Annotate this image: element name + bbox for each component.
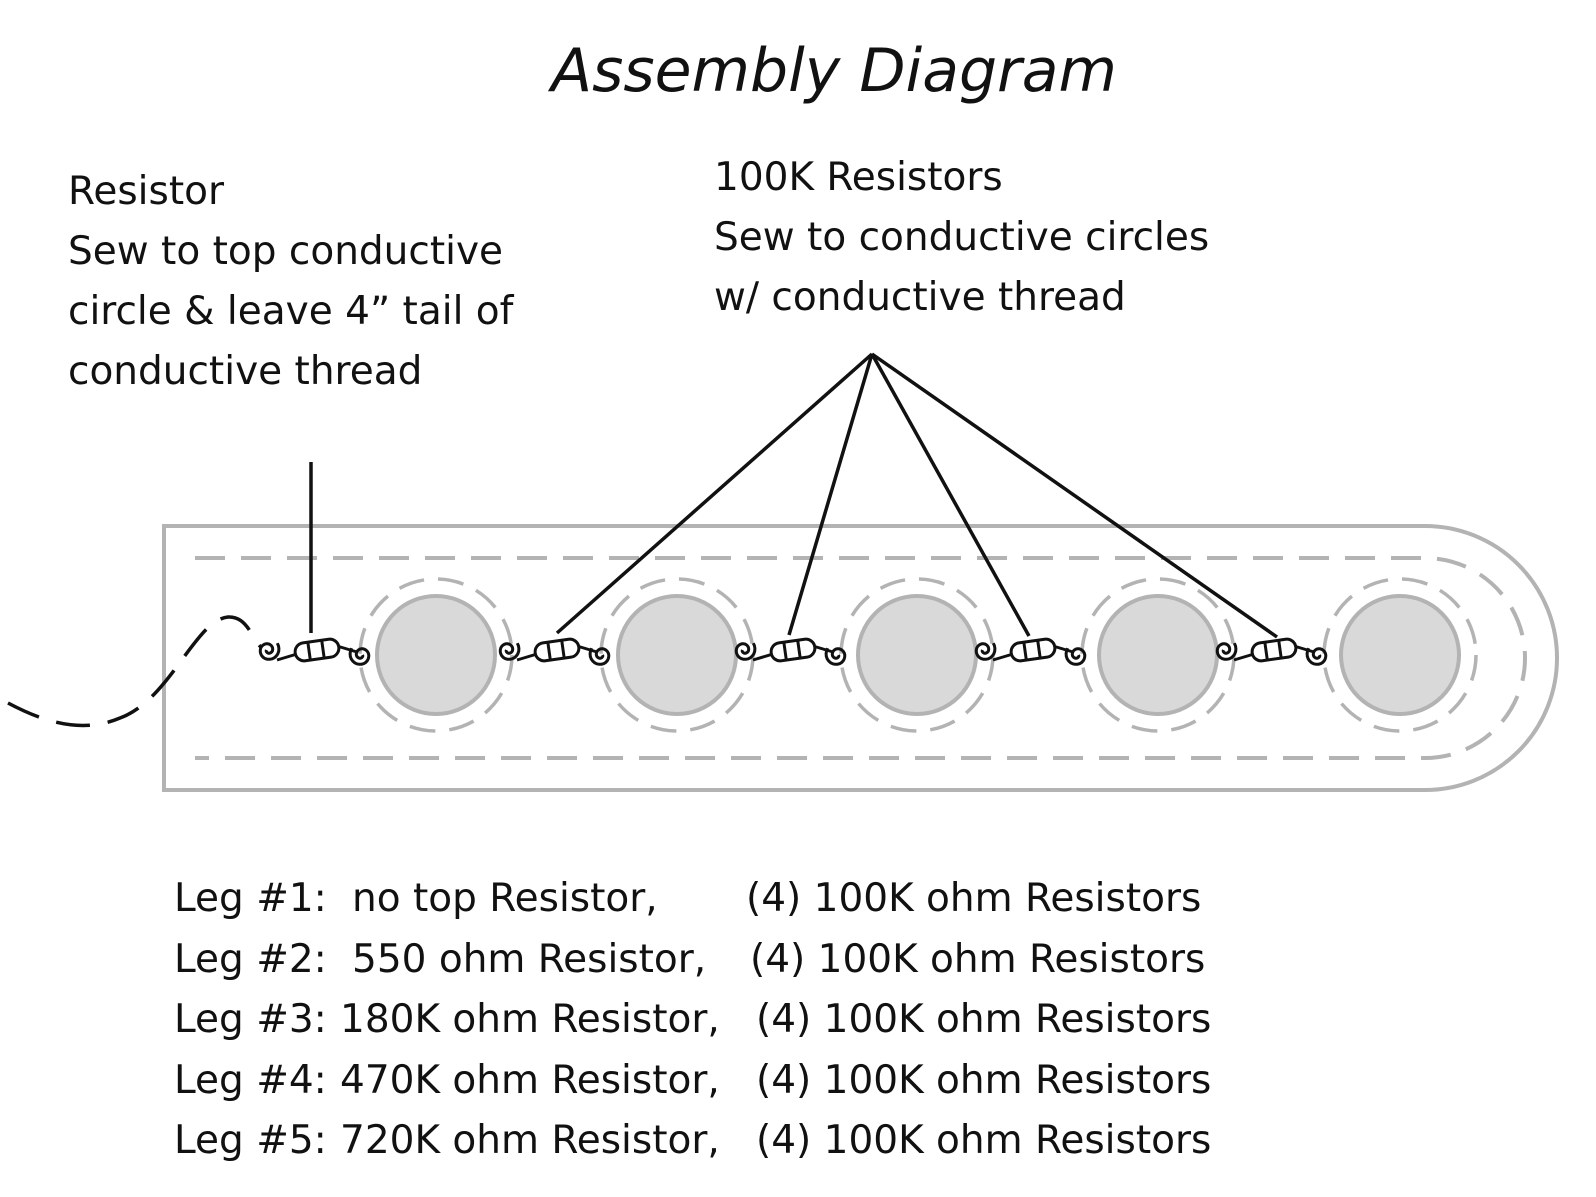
resistor-count: (4) 100K ohm Resistors bbox=[750, 936, 1206, 982]
resistor bbox=[498, 637, 611, 666]
fabric-strip bbox=[162, 524, 1559, 792]
lead-wire bbox=[1233, 644, 1315, 662]
lead-coil bbox=[974, 642, 997, 661]
lead-wire bbox=[276, 644, 358, 662]
conductive-circle bbox=[839, 577, 995, 733]
lead-coil bbox=[348, 647, 371, 666]
conductive-disc bbox=[1339, 594, 1461, 716]
top-resistor-value: 720K ohm Resistor, bbox=[340, 1118, 720, 1163]
lead-coil bbox=[1215, 642, 1238, 661]
top-resistor-value: 550 ohm Resistor, bbox=[352, 936, 707, 982]
resistor-bands bbox=[1263, 640, 1283, 661]
note-line: circle & leave 4” tail of bbox=[68, 289, 514, 334]
resistor-count: (4) 100K ohm Resistors bbox=[746, 876, 1202, 921]
thread-tail bbox=[7, 615, 264, 728]
stitch-ring bbox=[1322, 577, 1478, 733]
leg-label: Leg #4: bbox=[174, 1057, 327, 1103]
stitch-ring bbox=[358, 577, 514, 733]
resistor-body bbox=[769, 637, 817, 663]
note-line: w/ conductive thread bbox=[714, 275, 1126, 320]
lead-wire bbox=[992, 644, 1074, 662]
top-resistor-value: 180K ohm Resistor, bbox=[340, 997, 720, 1042]
conductive-disc bbox=[1097, 594, 1219, 716]
leg-label: Leg #2: bbox=[174, 936, 327, 982]
top-resistor-note: Resistor Sew to top conductive circle & … bbox=[68, 162, 513, 402]
conductive-disc bbox=[856, 594, 978, 716]
diagram-title: Assembly Diagram bbox=[551, 36, 1117, 106]
conductive-disc bbox=[616, 594, 738, 716]
top-resistor-value: 470K ohm Resistor, bbox=[340, 1057, 720, 1103]
lead-coil bbox=[734, 642, 757, 661]
resistor bbox=[974, 637, 1087, 666]
resistor-body bbox=[1250, 637, 1298, 663]
leader-line bbox=[787, 353, 874, 636]
leg-label: Leg #5: bbox=[174, 1118, 327, 1163]
stitch-line bbox=[195, 556, 1527, 760]
lead-coil bbox=[588, 647, 611, 666]
note-line: conductive thread bbox=[68, 349, 423, 394]
resistor bbox=[734, 637, 847, 666]
note-line: Resistor bbox=[68, 169, 224, 214]
lead-coil bbox=[1064, 647, 1087, 666]
note-line: Sew to conductive circles bbox=[714, 215, 1210, 260]
leg-label: Leg #3: bbox=[174, 997, 327, 1042]
resistor-bands bbox=[306, 640, 326, 661]
resistor-body bbox=[533, 637, 581, 663]
leg-label: Leg #1: bbox=[174, 876, 327, 921]
resistor-count: (4) 100K ohm Resistors bbox=[756, 1057, 1212, 1103]
resistors-100k-note: 100K Resistors Sew to conductive circles… bbox=[714, 148, 1209, 328]
lead-coil bbox=[498, 642, 521, 661]
leader-line bbox=[870, 352, 1279, 639]
conductive-circle bbox=[1080, 577, 1236, 733]
top-resistor-value: no top Resistor, bbox=[352, 876, 658, 921]
lead-coil bbox=[824, 647, 847, 666]
resistor-count: (4) 100K ohm Resistors bbox=[756, 1118, 1212, 1163]
resistor-bands bbox=[782, 640, 802, 661]
conductive-circle bbox=[358, 577, 514, 733]
resistor-count: (4) 100K ohm Resistors bbox=[756, 997, 1212, 1042]
leader-line bbox=[555, 352, 874, 635]
resistor-group bbox=[258, 637, 1328, 666]
resistor-bands bbox=[546, 640, 566, 661]
lead-coil bbox=[1305, 647, 1328, 666]
conductive-circle bbox=[1322, 577, 1478, 733]
leader-line bbox=[870, 353, 1031, 637]
conductive-circle bbox=[599, 577, 755, 733]
lead-wire bbox=[752, 644, 834, 662]
resistor-body bbox=[1009, 637, 1057, 663]
resistor bbox=[1215, 637, 1328, 666]
resistor bbox=[258, 637, 371, 666]
resistor-bands bbox=[1022, 640, 1042, 661]
note-line: Sew to top conductive bbox=[68, 229, 504, 274]
conductive-disc bbox=[375, 594, 497, 716]
resistor-leaders bbox=[555, 352, 1279, 639]
note-line: 100K Resistors bbox=[714, 155, 1003, 200]
conductive-circles bbox=[358, 577, 1478, 733]
lead-wire bbox=[516, 644, 598, 662]
resistor-body bbox=[293, 637, 341, 663]
lead-coil bbox=[258, 642, 281, 661]
